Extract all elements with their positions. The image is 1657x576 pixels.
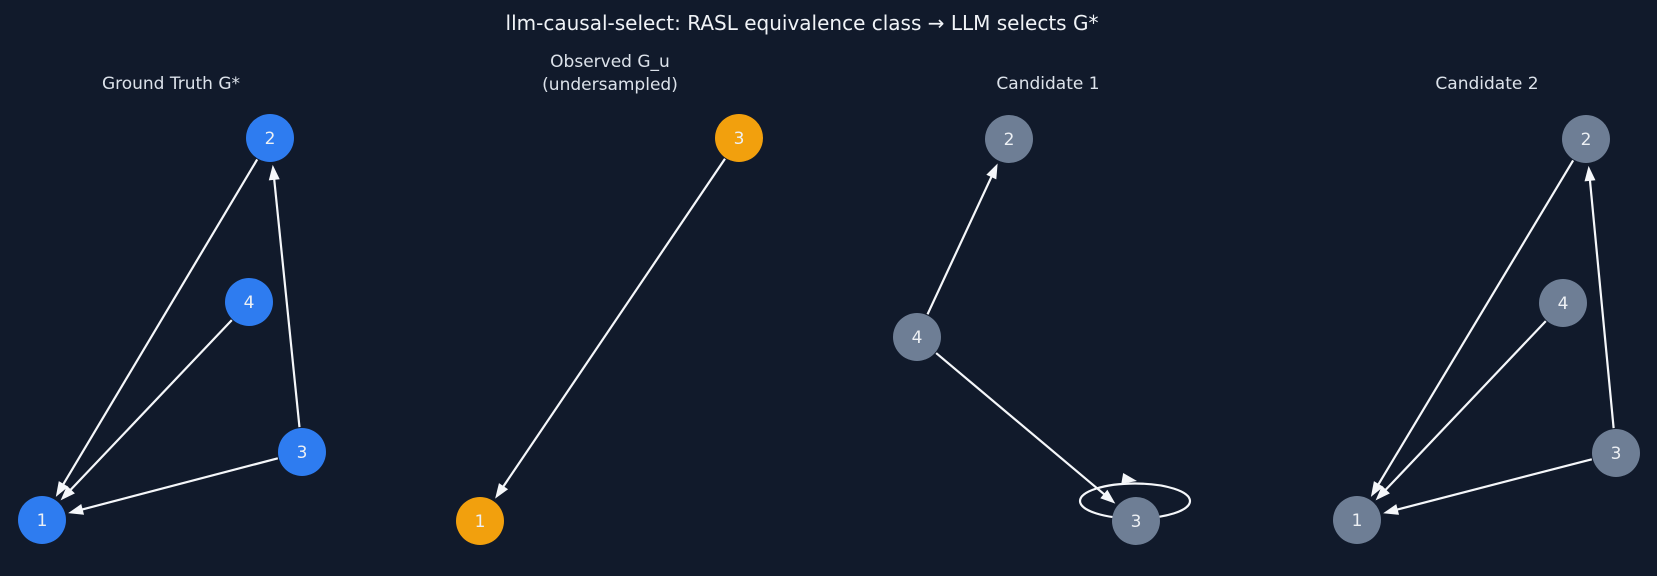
edge-4-2: [926, 172, 995, 315]
node-label: 3: [297, 443, 308, 463]
node-label: 3: [1131, 512, 1142, 532]
node-observed-3: [715, 114, 763, 162]
arrowhead: [495, 483, 509, 499]
panel-ground-truth: Ground Truth G* 1 2 3 4: [18, 74, 326, 544]
edge-2-1: [1375, 159, 1575, 489]
node-label: 4: [1558, 294, 1569, 314]
panel-title-candidate-2: Candidate 2: [1435, 74, 1538, 94]
arrowhead: [1100, 489, 1116, 504]
edge-3-1: [499, 158, 726, 491]
node-label: 2: [1004, 130, 1015, 150]
edge-4-1: [1381, 320, 1547, 494]
arrowhead: [1375, 485, 1390, 501]
arrowhead: [1584, 165, 1596, 182]
panel-candidate-2: Candidate 2 1 2 3 4: [1333, 74, 1640, 544]
edge-3-2: [272, 174, 301, 428]
node-candidate-2-4: [1539, 279, 1587, 327]
figure-title: llm-causal-select: RASL equivalence clas…: [505, 11, 1099, 35]
node-label: 1: [475, 512, 486, 532]
node-candidate-1-3: [1112, 497, 1160, 545]
edge-3-2: [1588, 175, 1615, 429]
node-label: 4: [912, 328, 923, 348]
edge-3-1: [1392, 458, 1593, 512]
panel-title-ground-truth: Ground Truth G*: [102, 74, 240, 94]
node-candidate-2-1: [1333, 496, 1381, 544]
node-observed-1: [456, 497, 504, 545]
arrowhead: [1121, 472, 1137, 484]
node-label: 2: [265, 129, 276, 149]
panel-title-observed: (undersampled): [542, 75, 678, 95]
panel-title-observed: Observed G_u: [550, 52, 670, 72]
edge-3-1: [77, 457, 279, 512]
node-candidate-2-2: [1562, 115, 1610, 163]
node-label: 2: [1581, 130, 1592, 150]
arrowhead: [1383, 504, 1400, 515]
node-ground-truth-1: [18, 496, 66, 544]
edge-4-1: [66, 319, 233, 494]
node-ground-truth-2: [246, 114, 294, 162]
node-candidate-1-2: [985, 115, 1033, 163]
edge-2-1: [60, 158, 259, 489]
node-candidate-1-4: [893, 313, 941, 361]
arrowhead: [55, 481, 69, 497]
node-label: 4: [244, 293, 255, 313]
panel-candidate-1: Candidate 1 2 3 4: [893, 74, 1192, 545]
arrowhead: [1370, 481, 1384, 497]
arrowhead: [68, 504, 85, 515]
arrowhead: [268, 164, 280, 181]
node-label: 1: [1352, 511, 1363, 531]
node-candidate-2-3: [1592, 429, 1640, 477]
node-ground-truth-3: [278, 428, 326, 476]
node-label: 3: [734, 129, 745, 149]
node-label: 3: [1611, 444, 1622, 464]
arrowhead: [60, 485, 75, 501]
panel-observed: Observed G_u (undersampled) 1 3: [456, 52, 763, 545]
node-label: 1: [37, 511, 48, 531]
panel-title-candidate-1: Candidate 1: [996, 74, 1099, 94]
node-ground-truth-4: [225, 278, 273, 326]
arrowhead: [986, 163, 998, 180]
edge-4-3: [935, 352, 1109, 499]
